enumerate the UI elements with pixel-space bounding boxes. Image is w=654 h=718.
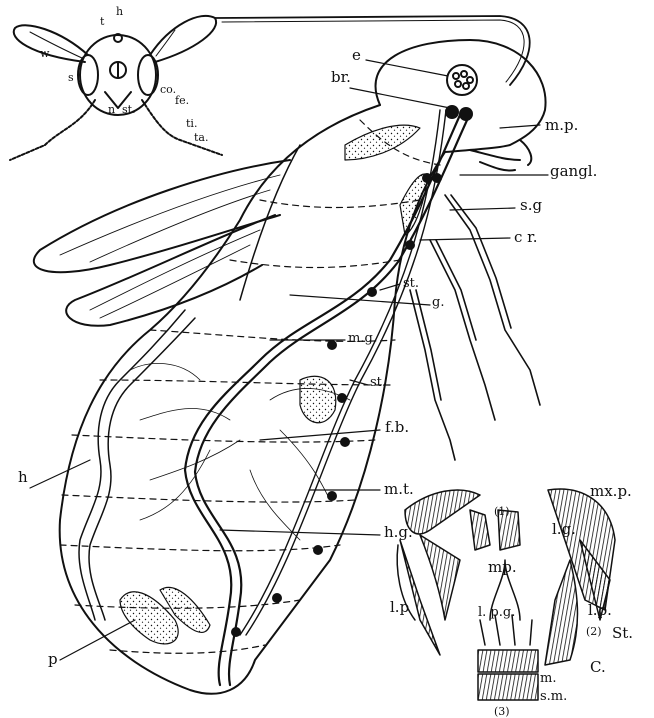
label-mp: m.p. — [545, 118, 578, 133]
dorsal-vessel — [79, 310, 185, 620]
head-label-co: co. — [160, 84, 176, 95]
head-label-t: t — [100, 16, 104, 27]
head-label-w: w — [40, 48, 49, 59]
label-e: e — [352, 48, 361, 63]
mouth-label-lp-right: l.p. — [588, 603, 612, 618]
head-leg-right — [142, 100, 222, 155]
label-fb: f.b. — [385, 420, 409, 435]
mouth-label-C: C. — [590, 660, 606, 675]
label-hg: h.g. — [384, 525, 413, 540]
mouth-label-sm: s.m. — [540, 690, 567, 703]
label-cr: c r. — [514, 230, 537, 245]
label-h: h — [18, 470, 28, 485]
label-gangl: gangl. — [550, 164, 597, 179]
wing-forewing — [34, 160, 290, 272]
label-sg: s.g — [520, 198, 542, 213]
label-br: br. — [331, 70, 351, 85]
head-leg-left — [10, 100, 95, 160]
head-front-view — [10, 16, 222, 160]
mouth-label-3: (3) — [494, 706, 510, 717]
main-compound-eye — [447, 65, 477, 95]
mouth-label-lpg: l. p.g. — [478, 606, 515, 619]
head-label-ta: ta. — [194, 132, 208, 143]
head-label-h: h — [116, 6, 123, 17]
head-label-fe: fe. — [175, 95, 189, 106]
head-label-n: n — [108, 104, 115, 115]
mouth-label-mxp: mx.p. — [590, 484, 632, 499]
mouth-label-lg: l.g. — [552, 522, 576, 537]
antenna — [215, 16, 530, 85]
mouth-label-2: (2) — [586, 626, 602, 637]
head-label-st: st. — [122, 104, 136, 115]
label-p: p — [48, 652, 58, 667]
label-g: g. — [432, 296, 444, 309]
mouth-label-lp-left: l.p — [390, 600, 409, 615]
label-st-2: st. — [370, 376, 386, 389]
main-mouthparts — [470, 150, 520, 171]
mouthparts-detail — [397, 489, 615, 700]
label-st-1: st. — [403, 277, 419, 290]
label-mg: m.g. — [348, 332, 377, 345]
mouth-label-St: St. — [612, 626, 633, 641]
mouth-label-mp: mp. — [488, 560, 517, 575]
head-wing-right — [150, 16, 216, 62]
mouth-label-m: m. — [540, 672, 556, 685]
head-label-ti: ti. — [186, 118, 197, 129]
head-label-s: s — [68, 72, 74, 83]
insect-body — [34, 40, 546, 694]
mouth-label-1: (1) — [494, 506, 510, 517]
label-mt: m.t. — [384, 482, 414, 497]
head-wing-left — [14, 25, 88, 62]
